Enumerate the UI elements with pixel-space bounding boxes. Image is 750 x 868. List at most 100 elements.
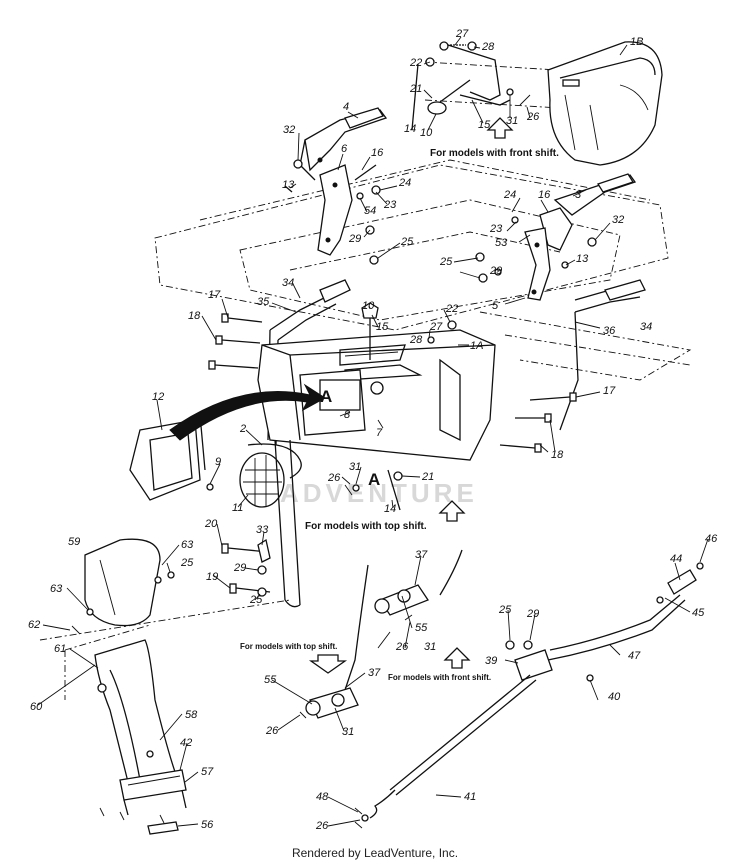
part-label-5: 5: [492, 300, 499, 312]
part-label-27: 27: [455, 28, 469, 40]
part-label-6: 6: [341, 143, 348, 155]
note-top-shift-lower: For models with top shift.: [240, 642, 337, 651]
part-label-17b: 17: [603, 385, 616, 397]
part-label-12: 12: [152, 391, 164, 403]
part-label-7: 7: [376, 427, 383, 439]
watermark-text: ADVENTURE: [280, 478, 478, 508]
frame-leg: [39, 439, 301, 641]
part-label-61: 61: [54, 643, 66, 655]
part-label-31d: 31: [342, 726, 354, 738]
part-label-62: 62: [28, 619, 40, 631]
part-label-34a: 34: [282, 277, 294, 289]
part-label-10b: 10: [362, 300, 375, 312]
part-label-31b: 31: [349, 461, 361, 473]
part-label-32a: 32: [283, 124, 295, 136]
part-label-25c: 25: [249, 594, 263, 606]
part-label-29b: 29: [489, 265, 502, 277]
part-label-2: 2: [239, 423, 246, 435]
part-label-10a: 10: [420, 127, 433, 139]
part-label-1A: 1A: [470, 340, 483, 352]
part-label-34b: 34: [640, 321, 652, 333]
part-label-21a: 21: [409, 83, 422, 95]
part-label-18b: 18: [551, 449, 564, 461]
part-label-26d: 26: [265, 725, 279, 737]
part-12-box: [129, 383, 326, 501]
part-4-lever-left: [284, 107, 388, 193]
part-label-22b: 22: [445, 303, 458, 315]
part-label-29c: 29: [233, 562, 246, 574]
part-label-56: 56: [201, 819, 214, 831]
part-label-32b: 32: [612, 214, 624, 226]
part-label-26b: 26: [327, 472, 341, 484]
part-label-19: 19: [206, 571, 218, 583]
part-label-11: 11: [232, 502, 243, 514]
part-label-26e: 26: [315, 820, 329, 832]
part-5-bracket: [475, 227, 569, 301]
part-label-36: 36: [603, 325, 616, 337]
section-marker-a2: A: [368, 470, 380, 489]
part-label-22a: 22: [409, 57, 422, 69]
part-label-8: 8: [344, 409, 351, 421]
part-6-bracket: [317, 164, 381, 265]
part-label-53: 53: [495, 237, 508, 249]
chute-assembly: [64, 538, 187, 835]
part-label-17a: 17: [208, 289, 221, 301]
part-label-28b: 28: [409, 334, 423, 346]
part-label-1B: 1B: [630, 36, 643, 48]
part-label-31c: 31: [424, 641, 436, 653]
section-marker-a1: A: [320, 387, 332, 406]
part-label-33: 33: [256, 524, 269, 536]
part-label-13a: 13: [282, 179, 295, 191]
part-label-27b: 27: [429, 321, 443, 333]
part-label-16a: 16: [371, 147, 384, 159]
part-label-4: 4: [343, 101, 349, 113]
part-label-37a: 37: [415, 549, 428, 561]
part-label-40: 40: [608, 691, 621, 703]
front-shift-linkage-top: [411, 41, 531, 131]
part-label-31a: 31: [506, 115, 518, 127]
part-label-20: 20: [204, 518, 218, 530]
part-label-54: 54: [364, 205, 376, 217]
auger-shaft-assembly: [354, 562, 704, 829]
part-3-lever-right: [511, 173, 637, 251]
part-label-18a: 18: [188, 310, 201, 322]
part-label-42: 42: [180, 737, 192, 749]
part-label-3: 3: [575, 189, 582, 201]
part-label-25b: 25: [439, 256, 453, 268]
part-1B-cover: [547, 41, 663, 166]
part-label-23b: 23: [489, 223, 503, 235]
part-label-21b: 21: [421, 471, 434, 483]
part-label-63a: 63: [181, 539, 194, 551]
part-label-9: 9: [215, 456, 221, 468]
part-label-46: 46: [705, 533, 718, 545]
part-label-58: 58: [185, 709, 198, 721]
part-label-26c: 26: [395, 641, 409, 653]
part-label-29a: 29: [348, 233, 361, 245]
part-label-41: 41: [464, 791, 476, 803]
exploded-view-svg: ADVENTURE: [28, 28, 718, 835]
part-label-16b: 16: [538, 189, 551, 201]
note-top-shift-mid: For models with top shift.: [305, 521, 427, 532]
bolts-left-right: [208, 313, 577, 453]
part-label-14a: 14: [404, 123, 416, 135]
note-front-shift-top: For models with front shift.: [430, 148, 559, 159]
part-label-29d: 29: [526, 608, 539, 620]
part-label-59: 59: [68, 536, 80, 548]
part-label-48: 48: [316, 791, 329, 803]
part-label-39: 39: [485, 655, 497, 667]
part-label-13b: 13: [576, 253, 589, 265]
part-11-light: [206, 443, 302, 508]
part-label-15b: 15: [376, 321, 389, 333]
footer-credit: Rendered by LeadVenture, Inc.: [291, 846, 459, 860]
note-front-shift-lower: For models with front shift.: [388, 673, 491, 682]
part-label-15a: 15: [478, 119, 491, 131]
part-1A-panel: [257, 302, 496, 461]
part-label-28a: 28: [481, 41, 495, 53]
part-label-35: 35: [257, 296, 270, 308]
note-arrows: [308, 117, 514, 674]
part-label-44: 44: [670, 553, 682, 565]
leader-lines: [37, 36, 709, 827]
part-label-25a: 25: [400, 236, 414, 248]
top-shift-linkage-mid: [344, 469, 403, 511]
